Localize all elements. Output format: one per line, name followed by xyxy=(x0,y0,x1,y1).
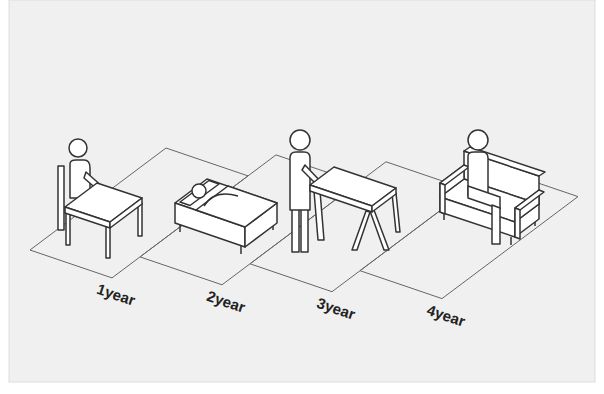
standing-desk-scene xyxy=(314,191,324,240)
bed-scene xyxy=(240,246,242,254)
standing-desk-scene xyxy=(310,185,372,212)
sofa-scene xyxy=(440,130,545,245)
standing-desk-scene xyxy=(352,211,370,250)
year-label: 3year xyxy=(315,295,357,322)
standing-desk-scene xyxy=(290,152,310,210)
standing-desk-scene xyxy=(372,188,396,212)
background xyxy=(9,0,595,382)
sofa-scene xyxy=(440,165,469,185)
standing-desk-scene xyxy=(301,208,308,252)
desk-scene xyxy=(110,198,142,228)
sofa-scene xyxy=(510,237,512,245)
bed-scene xyxy=(204,194,238,206)
bed-scene xyxy=(196,186,277,227)
bed-scene xyxy=(175,179,277,254)
year-label: 4year xyxy=(425,302,467,329)
desk-scene xyxy=(69,139,87,157)
desk-scene xyxy=(58,166,64,230)
floor-tile xyxy=(30,148,578,299)
sofa-scene xyxy=(515,208,520,239)
standing-desk-scene xyxy=(370,210,389,250)
standing-desk-scene xyxy=(290,130,310,150)
standing-desk-scene xyxy=(290,130,400,252)
sofa-scene xyxy=(440,183,445,214)
year-label: 1year xyxy=(95,281,137,308)
sofa-scene xyxy=(515,190,544,210)
desk-scene xyxy=(106,227,110,258)
bed-scene xyxy=(192,184,206,198)
sofa-scene xyxy=(492,205,500,244)
standing-desk-scene xyxy=(392,193,400,232)
background xyxy=(9,0,595,382)
floor-tile xyxy=(250,162,468,292)
desk-scene xyxy=(138,203,142,236)
sofa-scene xyxy=(440,197,515,237)
standing-desk-scene xyxy=(292,208,299,252)
desk-scene xyxy=(58,139,142,258)
desk-scene xyxy=(65,207,110,228)
sofa-scene xyxy=(468,130,488,150)
year-label: 2year xyxy=(205,288,247,315)
desk-scene xyxy=(66,212,70,245)
